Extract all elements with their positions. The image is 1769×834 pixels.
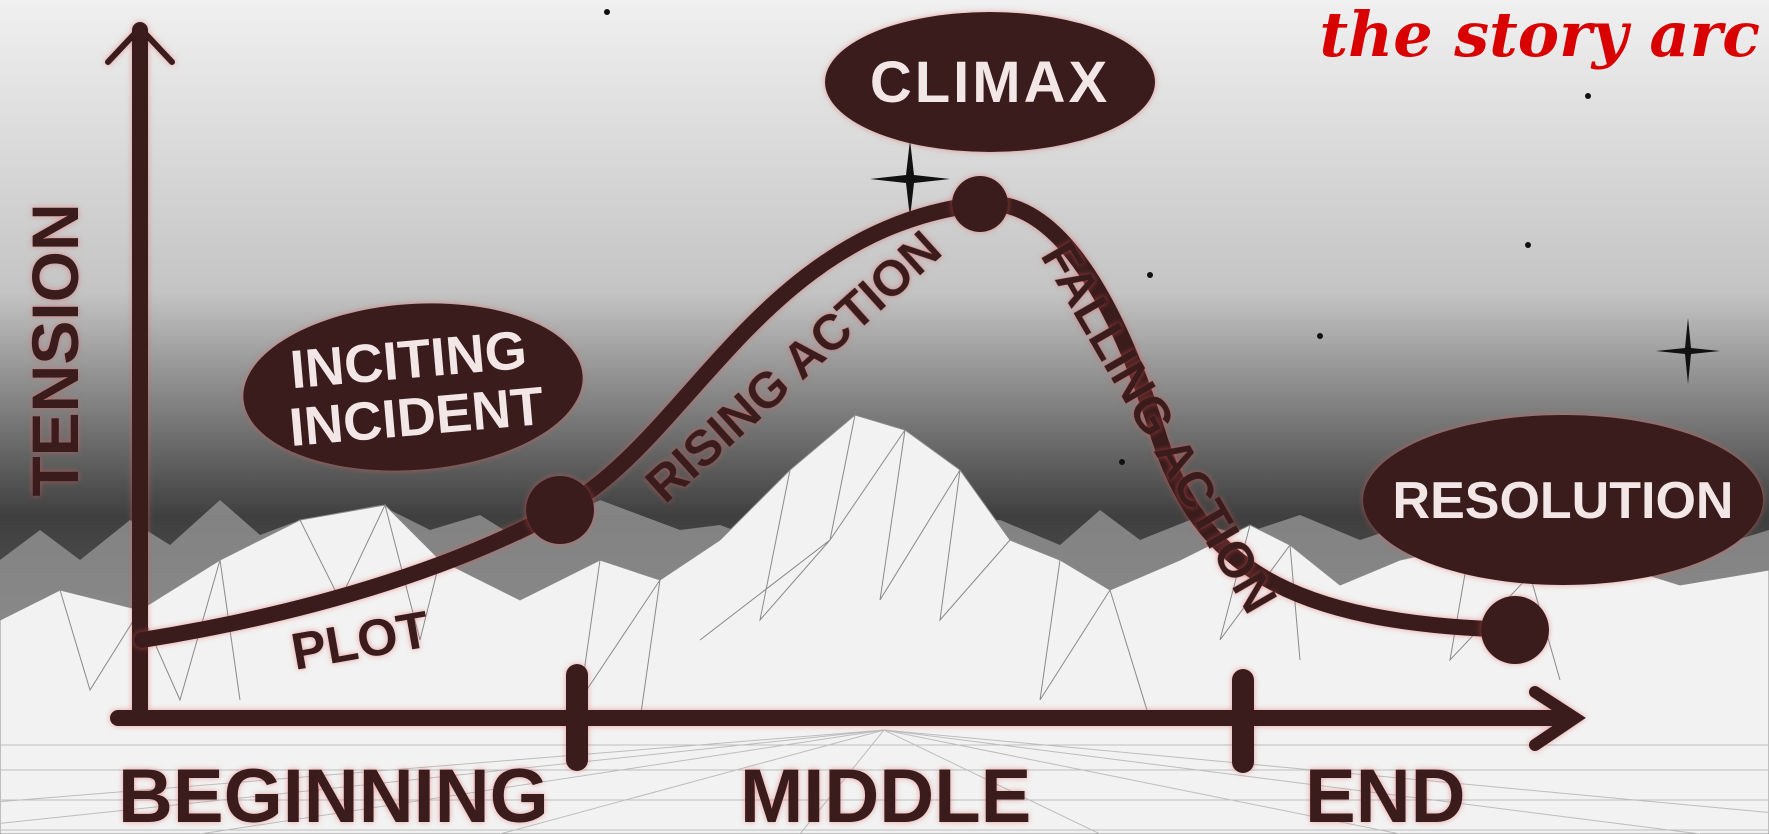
arc-points (526, 176, 1549, 664)
resolution-label: RESOLUTION (1393, 472, 1734, 530)
resolution-point (1481, 596, 1549, 664)
section-label-end: END (1305, 754, 1465, 834)
story-arc-curve (134, 195, 1528, 648)
climax-label: CLIMAX (870, 50, 1110, 115)
ground-grid (0, 729, 1769, 834)
tension-axis-label: TENSION (18, 203, 92, 496)
mountains-front (0, 414, 1769, 834)
axes (105, 22, 1586, 773)
x-axis-arrowhead (1529, 686, 1586, 751)
inciting-point (526, 476, 594, 544)
diagram-title: the story arc (1319, 0, 1760, 71)
inciting-incident-bubble (243, 303, 583, 471)
section-label-beginning: BEGINNING (118, 754, 549, 834)
resolution-bubble (1363, 415, 1763, 585)
climax-point (952, 176, 1008, 232)
climax-bubble (825, 12, 1155, 152)
section-label-middle: MIDDLE (740, 754, 1031, 834)
y-axis-arrowhead (105, 23, 175, 65)
